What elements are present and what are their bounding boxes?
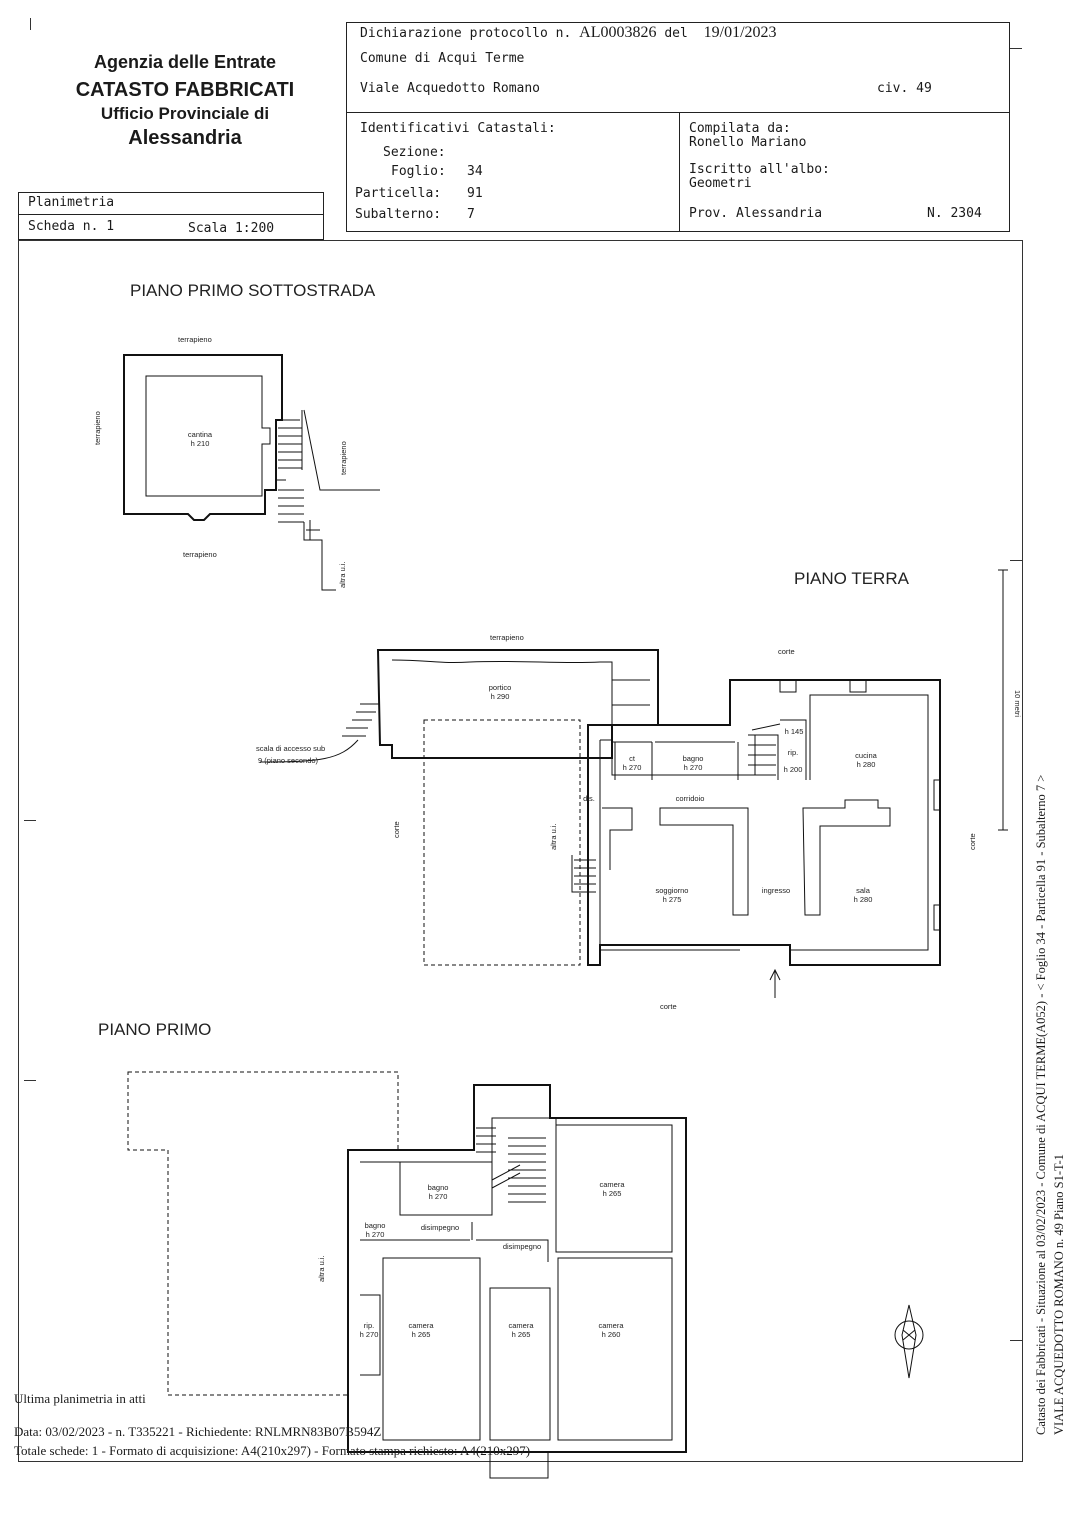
altra-ui-sottostrada: altra u.i. [338, 561, 347, 588]
planimetria-box [18, 192, 324, 240]
room-bagno: bagno [683, 754, 704, 763]
agency-header: Agenzia delle Entrate CATASTO FABBRICATI… [40, 52, 330, 150]
albo-value: Geometri [689, 176, 752, 191]
room-camera-1-h: h 265 [412, 1330, 431, 1339]
corte-top: corte [778, 647, 795, 656]
north-arrow-icon [894, 1304, 924, 1379]
foglio-label: Foglio: [391, 164, 446, 179]
compilata-title: Compilata da: [689, 121, 791, 136]
room-rip-h: h 200 [784, 765, 803, 774]
altra-ui-terra: altra u.i. [549, 823, 558, 850]
prov-label: Prov. Alessandria [689, 206, 823, 221]
room-sala-h: h 280 [854, 895, 873, 904]
side-text-2: VIALE ACQUEDOTTO ROMANO n. 49 Piano S1-T… [1052, 1154, 1066, 1435]
identificativi-title: Identificativi Catastali: [360, 121, 556, 136]
foglio-value: 34 [467, 164, 483, 179]
subalterno-value: 7 [467, 207, 475, 222]
scala-label: Scala 1:200 [188, 221, 275, 236]
corte-right: corte [968, 833, 977, 850]
office-name: Ufficio Provinciale di [100, 103, 270, 123]
drawing-frame [18, 240, 1023, 1462]
room-camera-2-h: h 265 [512, 1330, 531, 1339]
room-camera-2: camera [508, 1321, 534, 1330]
scala-note-2: 9 (piano secondo) [258, 756, 319, 765]
terrapieno-top: terrapieno [178, 335, 212, 344]
room-rip-primo: rip. [364, 1321, 374, 1330]
civico: civ. 49 [877, 81, 932, 96]
compilata-name: Ronello Mariano [689, 135, 807, 150]
room-camera-1: camera [408, 1321, 434, 1330]
office-province: Alessandria [128, 126, 242, 149]
protocol-date: 19/01/2023 [703, 24, 777, 41]
protocol-del: del [664, 26, 688, 41]
protocol-label: Dichiarazione protocollo n. [360, 26, 572, 41]
terrapieno-terra: terrapieno [490, 633, 524, 642]
room-camera-3-h: h 260 [602, 1330, 621, 1339]
room-soggiorno-h: h 275 [663, 895, 682, 904]
albo-number: N. 2304 [927, 206, 982, 221]
scala-note-1: scala di accesso sub [256, 744, 325, 753]
room-camera-top-h: h 265 [603, 1189, 622, 1198]
protocol-line: Dichiarazione protocollo n. AL0003826 de… [360, 24, 777, 42]
room-bagno-1: bagno [428, 1183, 449, 1192]
protocol-number: AL0003826 [579, 24, 657, 41]
room-h145: h 145 [785, 727, 804, 736]
room-bagno-2: bagno [365, 1221, 386, 1230]
room-cucina-h: h 280 [857, 760, 876, 769]
side-text-1: Catasto dei Fabbricati - Situazione al 0… [1034, 774, 1048, 1435]
terrapieno-left: terrapieno [93, 411, 102, 445]
room-bagno-2-h: h 270 [366, 1230, 385, 1239]
room-camera-3: camera [598, 1321, 624, 1330]
plan-primo: altra u.i. bagno h 270 bagno h 270 disim… [127, 1071, 687, 1479]
planimetria-label: Planimetria [28, 195, 115, 210]
albo-label: Iscritto all'albo: [689, 162, 830, 177]
room-sala: sala [856, 886, 871, 895]
room-soggiorno: soggiorno [656, 886, 689, 895]
room-disimpegno-2: disimpegno [503, 1242, 541, 1251]
plan-title-primo: PIANO PRIMO [98, 1020, 212, 1039]
footer-line-1: Ultima planimetria in atti [14, 1391, 146, 1406]
comune: Comune di Acqui Terme [360, 51, 525, 66]
room-corridoio: corridoio [676, 794, 705, 803]
room-ct: ct [629, 754, 636, 763]
sezione-label: Sezione: [383, 145, 446, 160]
plan-terra: terrapieno corte corte corte corte altra… [256, 633, 977, 1011]
room-portico: portico [489, 683, 512, 692]
subalterno-label: Subalterno: [355, 207, 442, 222]
particella-label: Particella: [355, 186, 442, 201]
plan-title-terra: PIANO TERRA [794, 569, 909, 588]
room-cucina: cucina [855, 751, 878, 760]
protocol-box [346, 22, 1010, 232]
catasto-title: CATASTO FABBRICATI [75, 78, 295, 101]
corte-bottom: corte [660, 1002, 677, 1011]
footer-line-2: Data: 03/02/2023 - n. T335221 - Richiede… [14, 1424, 382, 1439]
agency-name: Agenzia delle Entrate [93, 52, 277, 72]
plan-title-sottostrada: PIANO PRIMO SOTTOSTRADA [130, 281, 376, 300]
room-rip: rip. [788, 748, 798, 757]
room-cantina: cantina [188, 430, 213, 439]
room-camera-top: camera [599, 1180, 625, 1189]
room-portico-h: h 290 [491, 692, 510, 701]
room-dis: dis. [583, 794, 595, 803]
corte-left: corte [392, 821, 401, 838]
room-ingresso: ingresso [762, 886, 790, 895]
scheda-label: Scheda n. 1 [28, 219, 115, 234]
scale-bar [998, 569, 1008, 831]
plan-sottostrada: terrapieno terrapieno terrapieno terrapi… [93, 335, 380, 591]
room-disimpegno-1: disimpegno [421, 1223, 459, 1232]
terrapieno-bottom: terrapieno [183, 550, 217, 559]
altra-ui-primo: altra u.i. [317, 1255, 326, 1282]
room-ct-h: h 270 [623, 763, 642, 772]
address: Viale Acquedotto Romano [360, 81, 541, 96]
room-bagno-1-h: h 270 [429, 1192, 448, 1201]
scale-bar-label: 10 metri [1013, 690, 1022, 717]
footer-line-3: Totale schede: 1 - Formato di acquisizio… [14, 1443, 531, 1458]
terrapieno-right: terrapieno [339, 441, 348, 475]
room-cantina-h: h 210 [191, 439, 210, 448]
room-bagno-h: h 270 [684, 763, 703, 772]
particella-value: 91 [467, 186, 483, 201]
room-rip-primo-h: h 270 [360, 1330, 379, 1339]
